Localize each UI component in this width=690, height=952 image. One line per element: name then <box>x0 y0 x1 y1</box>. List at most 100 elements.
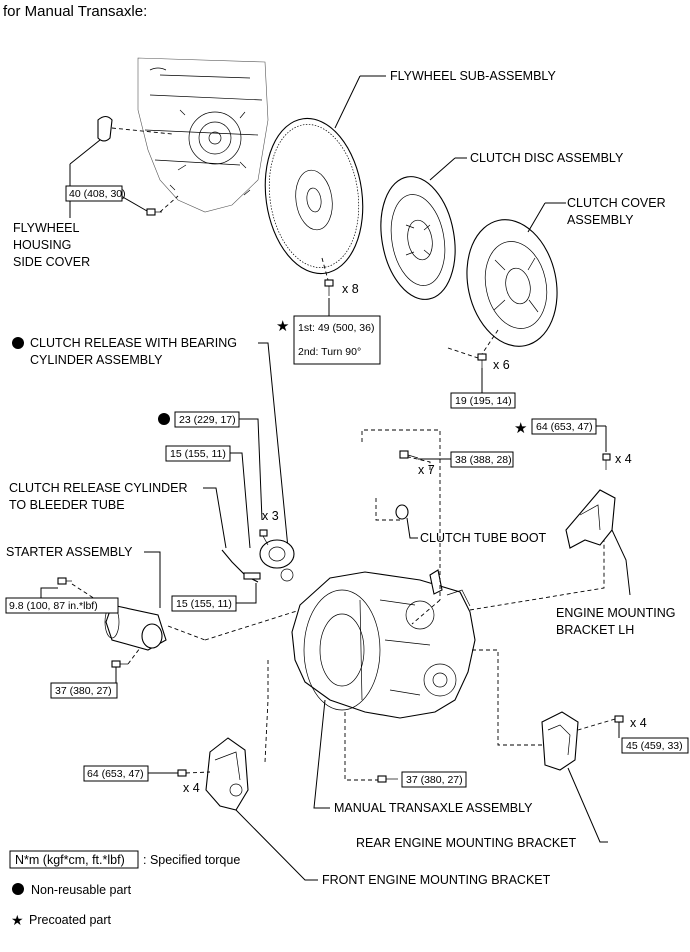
legend-torque-box <box>9 850 139 869</box>
release-cyl-nonreusable-dot <box>12 337 24 349</box>
clutch-cover-part <box>466 219 558 347</box>
boot-dash <box>375 498 400 521</box>
release-cyl-leader <box>258 342 289 549</box>
bleeder-tube-fitting <box>243 572 261 580</box>
flywheel-part <box>264 117 364 275</box>
transaxle-label: MANUAL TRANSAXLE ASSEMBLY <box>334 801 533 815</box>
transaxle-lower-bolt <box>377 775 398 783</box>
legend-precoated: Precoated part <box>29 913 112 927</box>
flywheel-leader <box>334 75 361 129</box>
transaxle-leader <box>313 699 330 809</box>
front-bracket-torque: 64 (653, 47) <box>87 768 144 780</box>
starter-label: STARTER ASSEMBLY <box>6 545 133 559</box>
legend-precoated-star: ★ <box>11 912 24 928</box>
starter-mount-dash <box>167 625 206 641</box>
legend-nonreusable: Non-reusable part <box>31 883 132 897</box>
clutch-cover-torque: 19 (195, 14) <box>455 395 512 407</box>
starter-lower-torque-box <box>50 682 118 699</box>
front-bracket-label: FRONT ENGINE MOUNTING BRACKET <box>322 873 551 887</box>
starter-mount-dash-2 <box>204 609 301 641</box>
mount-lh-torque: 64 (653, 47) <box>536 421 593 433</box>
flywheel-torque-2nd: 2nd: Turn 90° <box>298 346 361 358</box>
flywheel-bolt <box>321 257 334 296</box>
legend-nonreusable-dot <box>12 883 24 895</box>
release-cyl-torque: 23 (229, 17) <box>179 414 236 426</box>
flywheel-precoated-star: ★ <box>276 318 289 335</box>
rear-bracket-bolt <box>577 715 624 731</box>
mount-lh-label-1: ENGINE MOUNTING <box>556 606 675 620</box>
mount-lh-label-2: BRACKET LH <box>556 623 634 637</box>
housing-cover-label-2: HOUSING <box>13 238 71 252</box>
starter-leader <box>144 551 161 608</box>
clutch-disc-label: CLUTCH DISC ASSEMBLY <box>470 151 624 165</box>
transaxle-part <box>291 569 476 719</box>
mount-lh-part <box>565 489 616 549</box>
clutch-cover-label-2: ASSEMBLY <box>567 213 634 227</box>
housing-cover-bolt <box>120 195 179 216</box>
clutch-cover-bolt <box>447 329 499 393</box>
flywheel-torque-box <box>293 315 381 365</box>
bleeder-bottom-leader <box>236 583 257 604</box>
tube-boot-leader <box>406 517 418 539</box>
diagram-title: for Manual Transaxle: <box>3 3 147 20</box>
clutch-disc-leader <box>429 157 456 181</box>
front-bracket-bolt <box>177 769 211 777</box>
starter-upper-leader <box>40 587 58 598</box>
transaxle-upper-torque: 38 (388, 28) <box>455 454 512 466</box>
transaxle-lower-dash <box>344 712 378 781</box>
transaxle-dash-top-2 <box>411 599 441 625</box>
clutch-cover-label-1: CLUTCH COVER <box>567 196 666 210</box>
starter-upper-torque: 9.8 (100, 87 in.*lbf) <box>9 600 98 612</box>
rear-bracket-dash <box>472 649 548 746</box>
bleeder-tube-label-1: CLUTCH RELEASE CYLINDER <box>9 481 188 495</box>
rear-bracket-part <box>541 711 579 771</box>
mount-lh-precoated-star: ★ <box>514 420 527 437</box>
flywheel-housing-side-cover <box>69 115 173 218</box>
flywheel-bolt-qty: x 8 <box>342 282 359 296</box>
rear-bracket-leader <box>567 767 608 843</box>
bleeder-top-leader <box>230 452 251 549</box>
clutch-disc-part <box>380 176 456 300</box>
mount-lh-bolt-qty: x 4 <box>615 452 632 466</box>
mount-lh-bolt <box>602 453 611 470</box>
tube-boot-label: CLUTCH TUBE BOOT <box>420 531 547 545</box>
rear-bracket-torque-box <box>621 737 689 754</box>
transaxle-lower-torque-box <box>401 771 467 788</box>
bleeder-bottom-torque: 15 (155, 11) <box>176 598 232 610</box>
legend-torque-unit: N*m (kgf*cm, ft.*lbf) <box>15 853 125 867</box>
housing-cover-torque: 40 (408, 30) <box>69 188 126 200</box>
housing-cover-label-1: FLYWHEEL <box>13 221 79 235</box>
starter-lower-torque: 37 (380, 27) <box>55 685 112 697</box>
clutch-cover-torque-box <box>450 392 516 409</box>
legend-torque-desc: : Specified torque <box>143 853 240 867</box>
engine-block-illustration <box>137 57 269 213</box>
release-cyl-label-2: CYLINDER ASSEMBLY <box>30 353 163 367</box>
starter-lower-bolt <box>111 647 141 668</box>
bleeder-tube-label-2: TO BLEEDER TUBE <box>9 498 125 512</box>
front-bracket-leader <box>235 809 318 881</box>
bleeder-top-torque: 15 (155, 11) <box>170 448 226 460</box>
transaxle-dash-top <box>361 429 441 600</box>
rear-bracket-label: REAR ENGINE MOUNTING BRACKET <box>356 836 577 850</box>
front-bracket-part <box>205 737 249 811</box>
rear-bracket-bolt-qty: x 4 <box>630 716 647 730</box>
rear-bracket-torque: 45 (459, 33) <box>626 740 683 752</box>
flywheel-label: FLYWHEEL SUB-ASSEMBLY <box>390 69 556 83</box>
mount-lh-leader <box>611 529 631 596</box>
transaxle-upper-bolt-qty: x 7 <box>418 463 435 477</box>
front-bracket-bolt-qty: x 4 <box>183 781 200 795</box>
housing-cover-label-3: SIDE COVER <box>13 255 90 269</box>
transaxle-lower-torque: 37 (380, 27) <box>406 774 463 786</box>
transaxle-bolt-dash <box>399 454 431 470</box>
release-cyl-label-1: CLUTCH RELEASE WITH BEARING <box>30 336 237 350</box>
clutch-cover-bolt-qty: x 6 <box>493 358 510 372</box>
transaxle-upper-bolt <box>399 450 419 459</box>
mount-lh-dash <box>469 500 605 611</box>
starter-upper-bolt <box>57 577 113 611</box>
starter-upper-torque-box <box>5 597 119 614</box>
front-bracket-dash <box>264 660 269 763</box>
release-cyl-bolt-qty: x 3 <box>262 509 279 523</box>
release-cylinder-part <box>259 529 295 582</box>
release-cyl-torque-leader <box>239 418 263 521</box>
